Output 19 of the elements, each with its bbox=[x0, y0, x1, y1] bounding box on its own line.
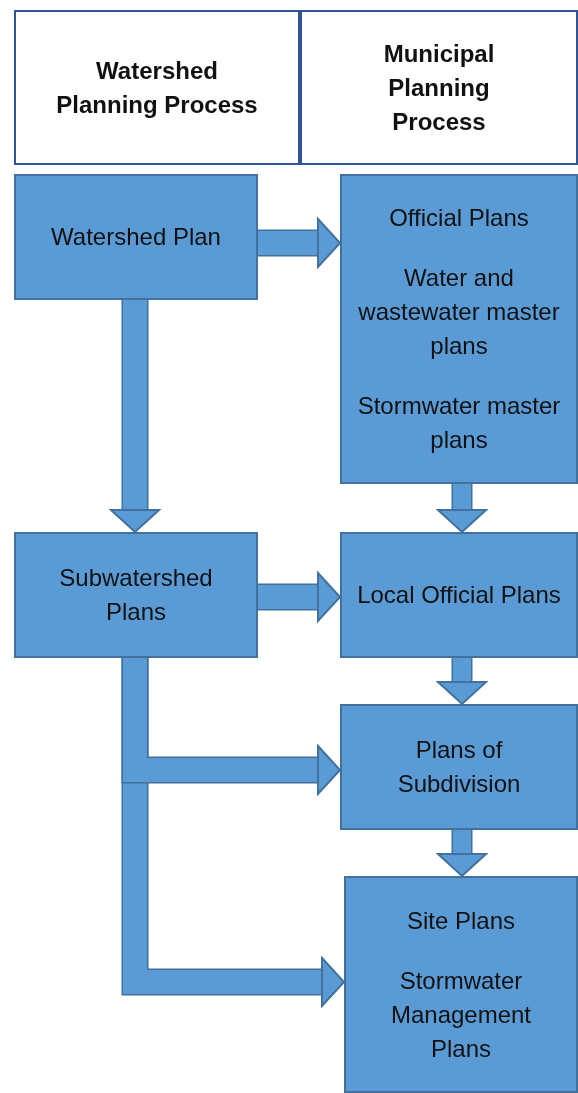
box-label: Site Plans bbox=[406, 905, 516, 936]
header-cell bbox=[14, 10, 300, 165]
box-label: Stormwater Management Plans bbox=[389, 965, 533, 1064]
box-label: Water and wastewater master plans bbox=[357, 263, 561, 361]
process-box bbox=[344, 876, 578, 1093]
box-label: Official Plans bbox=[389, 203, 529, 233]
column-heading: Municipal Planning Process bbox=[382, 38, 496, 137]
header-cell bbox=[300, 10, 578, 165]
box-label: Stormwater master plans bbox=[356, 391, 562, 455]
process-box bbox=[14, 174, 258, 300]
process-box bbox=[14, 532, 258, 658]
box-label: Local Official Plans bbox=[357, 580, 561, 610]
column-heading: Watershed Planning Process bbox=[56, 55, 258, 120]
box-label: Subwatershed Plans bbox=[58, 563, 214, 627]
box-label: Watershed Plan bbox=[51, 222, 221, 252]
process-box bbox=[340, 174, 578, 484]
box-label: Plans of Subdivision bbox=[396, 735, 522, 799]
process-box bbox=[340, 704, 578, 830]
process-box bbox=[340, 532, 578, 658]
